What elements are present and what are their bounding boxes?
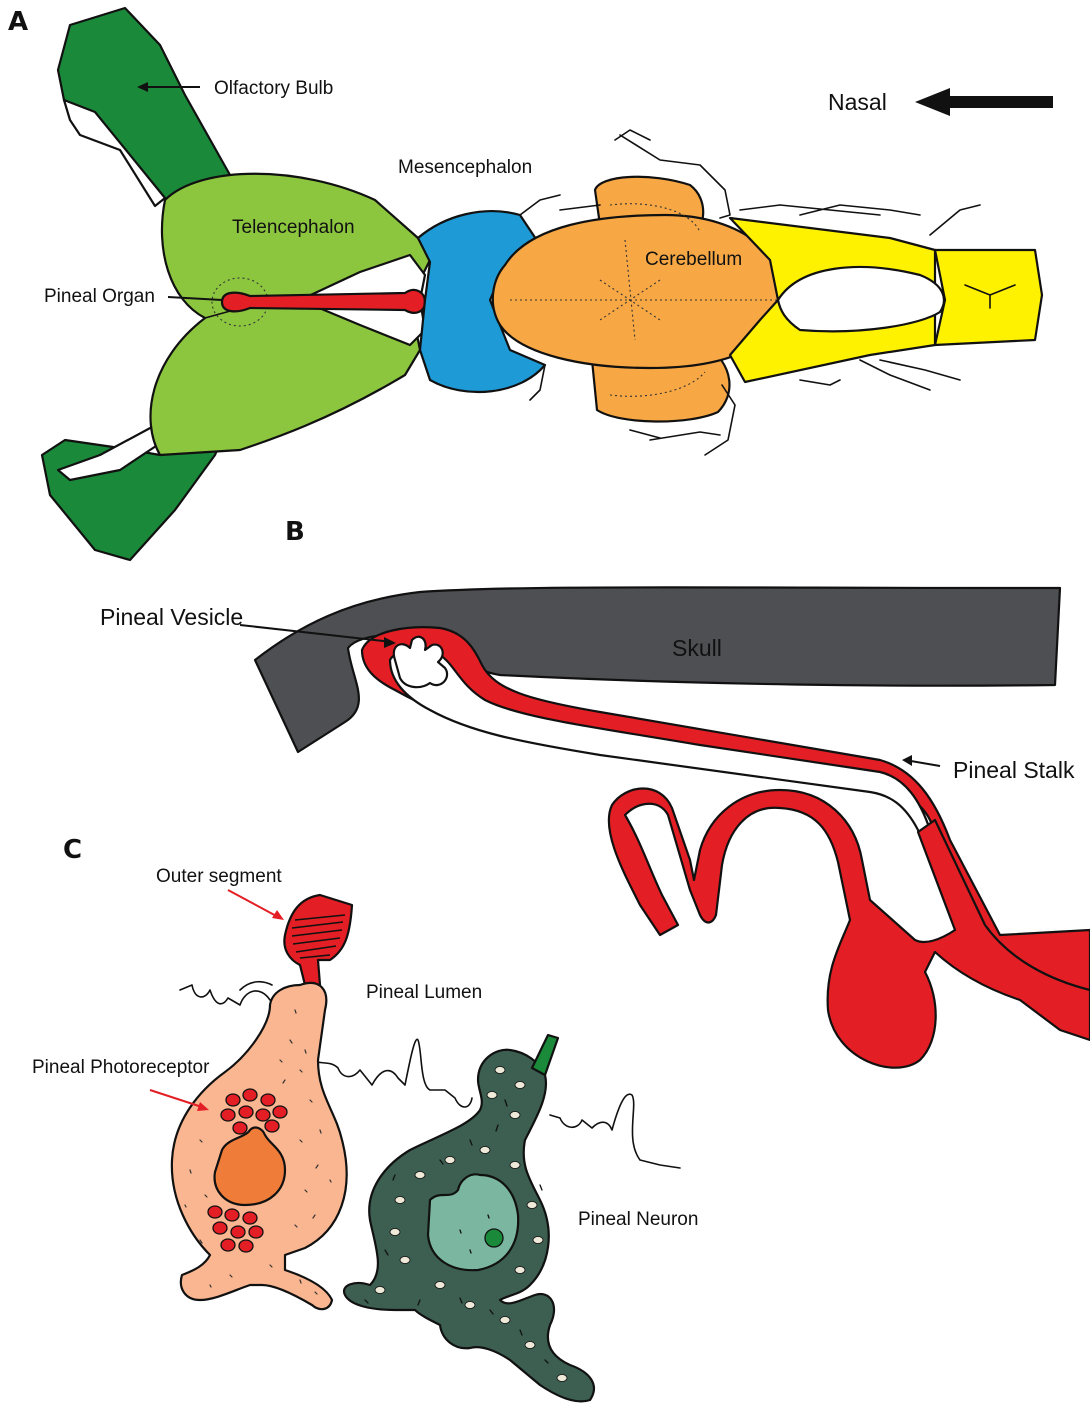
panel-letter-b: B bbox=[285, 517, 305, 547]
label-outer-segment: Outer segment bbox=[156, 866, 282, 887]
panel-c: C bbox=[32, 835, 698, 1401]
label-olfactory-bulb: Olfactory Bulb bbox=[214, 78, 333, 99]
panel-a: A bbox=[8, 7, 1053, 560]
panel-letter-c: C bbox=[63, 835, 82, 865]
nasal-arrow-icon bbox=[915, 88, 1053, 116]
label-pineal-lumen: Pineal Lumen bbox=[366, 982, 482, 1003]
neuron-tip bbox=[532, 1035, 558, 1075]
label-pineal-neuron: Pineal Neuron bbox=[578, 1209, 698, 1230]
pineal-stalk-pointer-head bbox=[902, 755, 912, 766]
label-mesencephalon: Mesencephalon bbox=[398, 157, 532, 178]
panel-b: B Pineal Vesicle Skull Pineal Stalk bbox=[100, 517, 1090, 1068]
panel-letter-a: A bbox=[8, 7, 28, 37]
label-pineal-vesicle: Pineal Vesicle bbox=[100, 604, 243, 630]
neuron-nucleolus bbox=[485, 1229, 503, 1247]
label-pineal-stalk: Pineal Stalk bbox=[953, 757, 1075, 783]
label-nasal: Nasal bbox=[828, 89, 887, 115]
pineal-stalk-folds bbox=[609, 788, 1090, 1067]
outer-segment-shape bbox=[284, 895, 352, 985]
label-cerebellum: Cerebellum bbox=[645, 249, 742, 270]
label-skull: Skull bbox=[672, 635, 722, 661]
spinal-cord bbox=[935, 250, 1042, 345]
label-pineal-organ: Pineal Organ bbox=[44, 286, 155, 307]
label-pineal-photoreceptor: Pineal Photoreceptor bbox=[32, 1057, 210, 1078]
outer-segment-pointer bbox=[228, 890, 280, 918]
label-telencephalon: Telencephalon bbox=[232, 217, 355, 238]
